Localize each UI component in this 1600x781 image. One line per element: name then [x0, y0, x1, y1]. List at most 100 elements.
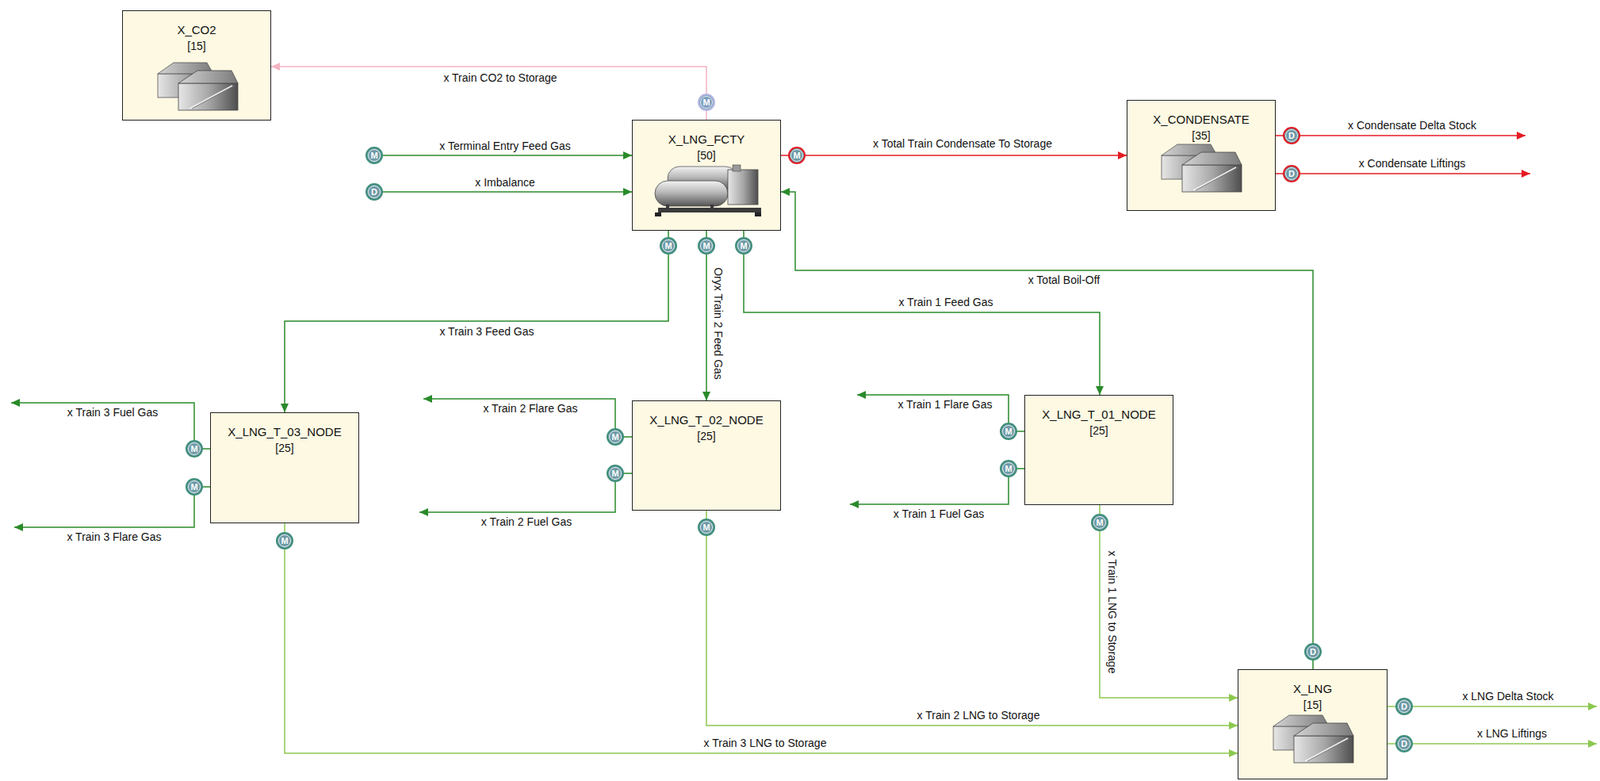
meter-letter: M — [664, 241, 672, 251]
flow-label: x Train 1 Feed Gas — [898, 295, 993, 310]
meter-marker — [788, 147, 805, 164]
facility-node: X_LNG_T_01_NODE[25] — [1024, 394, 1174, 506]
meter-marker — [276, 532, 293, 549]
meter-marker — [186, 440, 203, 457]
flow-line — [11, 402, 211, 449]
facility-node: X_CONDENSATE[35] — [1126, 99, 1276, 211]
storage-tank-icon — [1273, 715, 1354, 763]
flow-line — [1387, 705, 1597, 708]
node-capacity: [25] — [275, 440, 294, 456]
flow-label: x Train 2 LNG to Storage — [917, 708, 1041, 723]
flow-label: x Train 1 LNG to Storage — [1105, 551, 1119, 674]
meter-letter: M — [611, 469, 619, 479]
facility-node: X_LNG[15] — [1237, 669, 1388, 780]
meter-letter: M — [739, 241, 747, 251]
flow-label: x Train 2 Fuel Gas — [481, 515, 572, 529]
node-capacity: [35] — [1191, 127, 1210, 144]
flow-connector — [780, 154, 1127, 157]
flow-label: x Condensate Delta Stock — [1347, 118, 1477, 133]
flow-line — [419, 473, 632, 513]
flow-label: x LNG Delta Stock — [1462, 689, 1554, 704]
flow-label: Oryx Train 2 Feed Gas — [711, 267, 725, 380]
meter-marker — [366, 147, 383, 164]
meter-marker — [607, 428, 624, 445]
meter-letter: M — [190, 444, 198, 454]
flow-label: x Train 2 Flare Gas — [482, 401, 578, 416]
node-name: X_LNG_T_01_NODE — [1041, 406, 1156, 423]
meter-letter: M — [702, 523, 710, 533]
flow-connector — [284, 230, 669, 413]
flow-label: x Terminal Entry Feed Gas — [439, 139, 571, 154]
meter-letter: D — [371, 187, 378, 197]
meter-letter: D — [1400, 702, 1408, 712]
flow-line — [857, 394, 1025, 432]
facility-node: X_LNG_T_02_NODE[25] — [631, 400, 781, 511]
flow-label: x Train 1 Flare Gas — [897, 398, 992, 412]
flow-line — [1275, 172, 1531, 175]
meter-letter: M — [611, 432, 619, 442]
meter-marker — [1091, 514, 1108, 531]
meter-letter: D — [1309, 647, 1317, 657]
node-capacity: [25] — [696, 428, 716, 445]
node-name: X_CONDENSATE — [1152, 111, 1249, 128]
connector-layer — [271, 66, 1313, 754]
meter-marker — [1396, 698, 1413, 715]
storage-tank-icon — [1161, 144, 1242, 192]
flow-line — [382, 154, 632, 157]
meter-marker — [186, 478, 203, 495]
meter-letter: D — [1288, 169, 1295, 179]
flow-label: x Train 3 LNG to Storage — [704, 736, 827, 751]
meter-marker — [366, 183, 383, 200]
storage-tank-icon — [157, 62, 238, 111]
meter-marker — [1283, 165, 1300, 182]
meter-marker — [735, 237, 752, 254]
meter-marker — [698, 94, 715, 111]
meter-letter: M — [370, 151, 378, 161]
node-name: X_LNG_T_03_NODE — [227, 424, 341, 441]
flow-line — [382, 191, 632, 193]
node-name: X_LNG — [1293, 681, 1333, 697]
meter-letter: D — [1288, 131, 1295, 141]
meter-marker — [698, 519, 715, 536]
flow-connector — [284, 523, 1238, 754]
flow-line — [1387, 742, 1597, 745]
meter-marker — [1000, 423, 1017, 440]
flow-label: x Train CO2 to Storage — [443, 71, 557, 85]
node-capacity: [15] — [187, 38, 206, 54]
node-name: X_LNG_T_02_NODE — [649, 412, 763, 429]
flow-label: x Total Boil-Off — [1028, 273, 1101, 288]
node-capacity: [50] — [696, 147, 716, 164]
external-flow-lines — [11, 135, 1597, 744]
flow-label: x Train 3 Feed Gas — [439, 325, 534, 339]
node-name: X_LNG_FCTY — [668, 131, 746, 148]
flow-label: x Imbalance — [474, 176, 535, 190]
meter-marker — [1305, 643, 1321, 660]
meter-letter: M — [702, 241, 710, 251]
flow-connector — [706, 510, 1238, 726]
meter-letter: M — [1004, 464, 1012, 474]
facility-node: X_LNG_FCTY[50] — [631, 119, 781, 231]
flow-connector — [743, 230, 1100, 395]
meter-letter: M — [792, 151, 800, 161]
facility-icon — [654, 164, 762, 217]
meter-marker — [1396, 735, 1413, 752]
flow-line — [849, 468, 1025, 505]
flow-label: x Total Train Condensate To Storage — [872, 137, 1053, 151]
node-name: X_CO2 — [176, 22, 216, 39]
flow-label: x Train 3 Fuel Gas — [67, 405, 158, 420]
meter-markers — [186, 94, 1413, 752]
flow-connector — [1099, 505, 1238, 698]
node-capacity: [15] — [1303, 696, 1322, 713]
meter-letter: M — [702, 98, 710, 108]
facility-node: X_LNG_T_03_NODE[25] — [210, 412, 360, 524]
flow-label: x Train 1 Fuel Gas — [893, 507, 984, 521]
flow-line — [423, 398, 632, 437]
meter-letter: M — [1004, 427, 1012, 437]
flow-connector — [780, 191, 1313, 670]
meter-marker — [607, 465, 624, 482]
meter-letter: M — [1095, 518, 1103, 528]
meter-marker — [698, 237, 715, 254]
flow-label: x Condensate Liftings — [1358, 156, 1467, 171]
meter-marker — [660, 237, 677, 254]
